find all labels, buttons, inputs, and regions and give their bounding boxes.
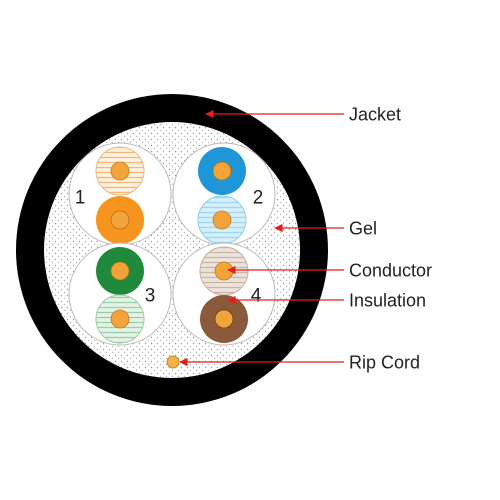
pair-4-striped-conductor — [214, 261, 234, 281]
pair-3-solid-conductor — [110, 261, 130, 281]
rip-cord-label: Rip Cord — [349, 352, 420, 372]
pair-3-striped-conductor — [110, 309, 130, 329]
pair-1-number: 2 — [253, 188, 264, 209]
rip-cord — [166, 355, 180, 369]
pair-4 — [172, 242, 276, 346]
pair-4-number: 4 — [251, 286, 262, 307]
pair-4-solid-conductor — [214, 309, 234, 329]
pair-2-number: 1 — [75, 188, 86, 209]
pair-3 — [68, 242, 172, 346]
pair-1 — [172, 142, 276, 246]
jacket-label: Jacket — [349, 104, 401, 124]
pair-2-striped-conductor — [110, 161, 130, 181]
pair-1-solid-conductor — [212, 161, 232, 181]
pair-2-solid-conductor — [110, 210, 130, 230]
gel-label: Gel — [349, 218, 377, 238]
insulation-label: Insulation — [349, 290, 426, 310]
pair-3-number: 3 — [145, 286, 156, 307]
pair-1-striped-conductor — [212, 210, 232, 230]
pair-2 — [68, 142, 172, 246]
conductor-label: Conductor — [349, 260, 432, 280]
